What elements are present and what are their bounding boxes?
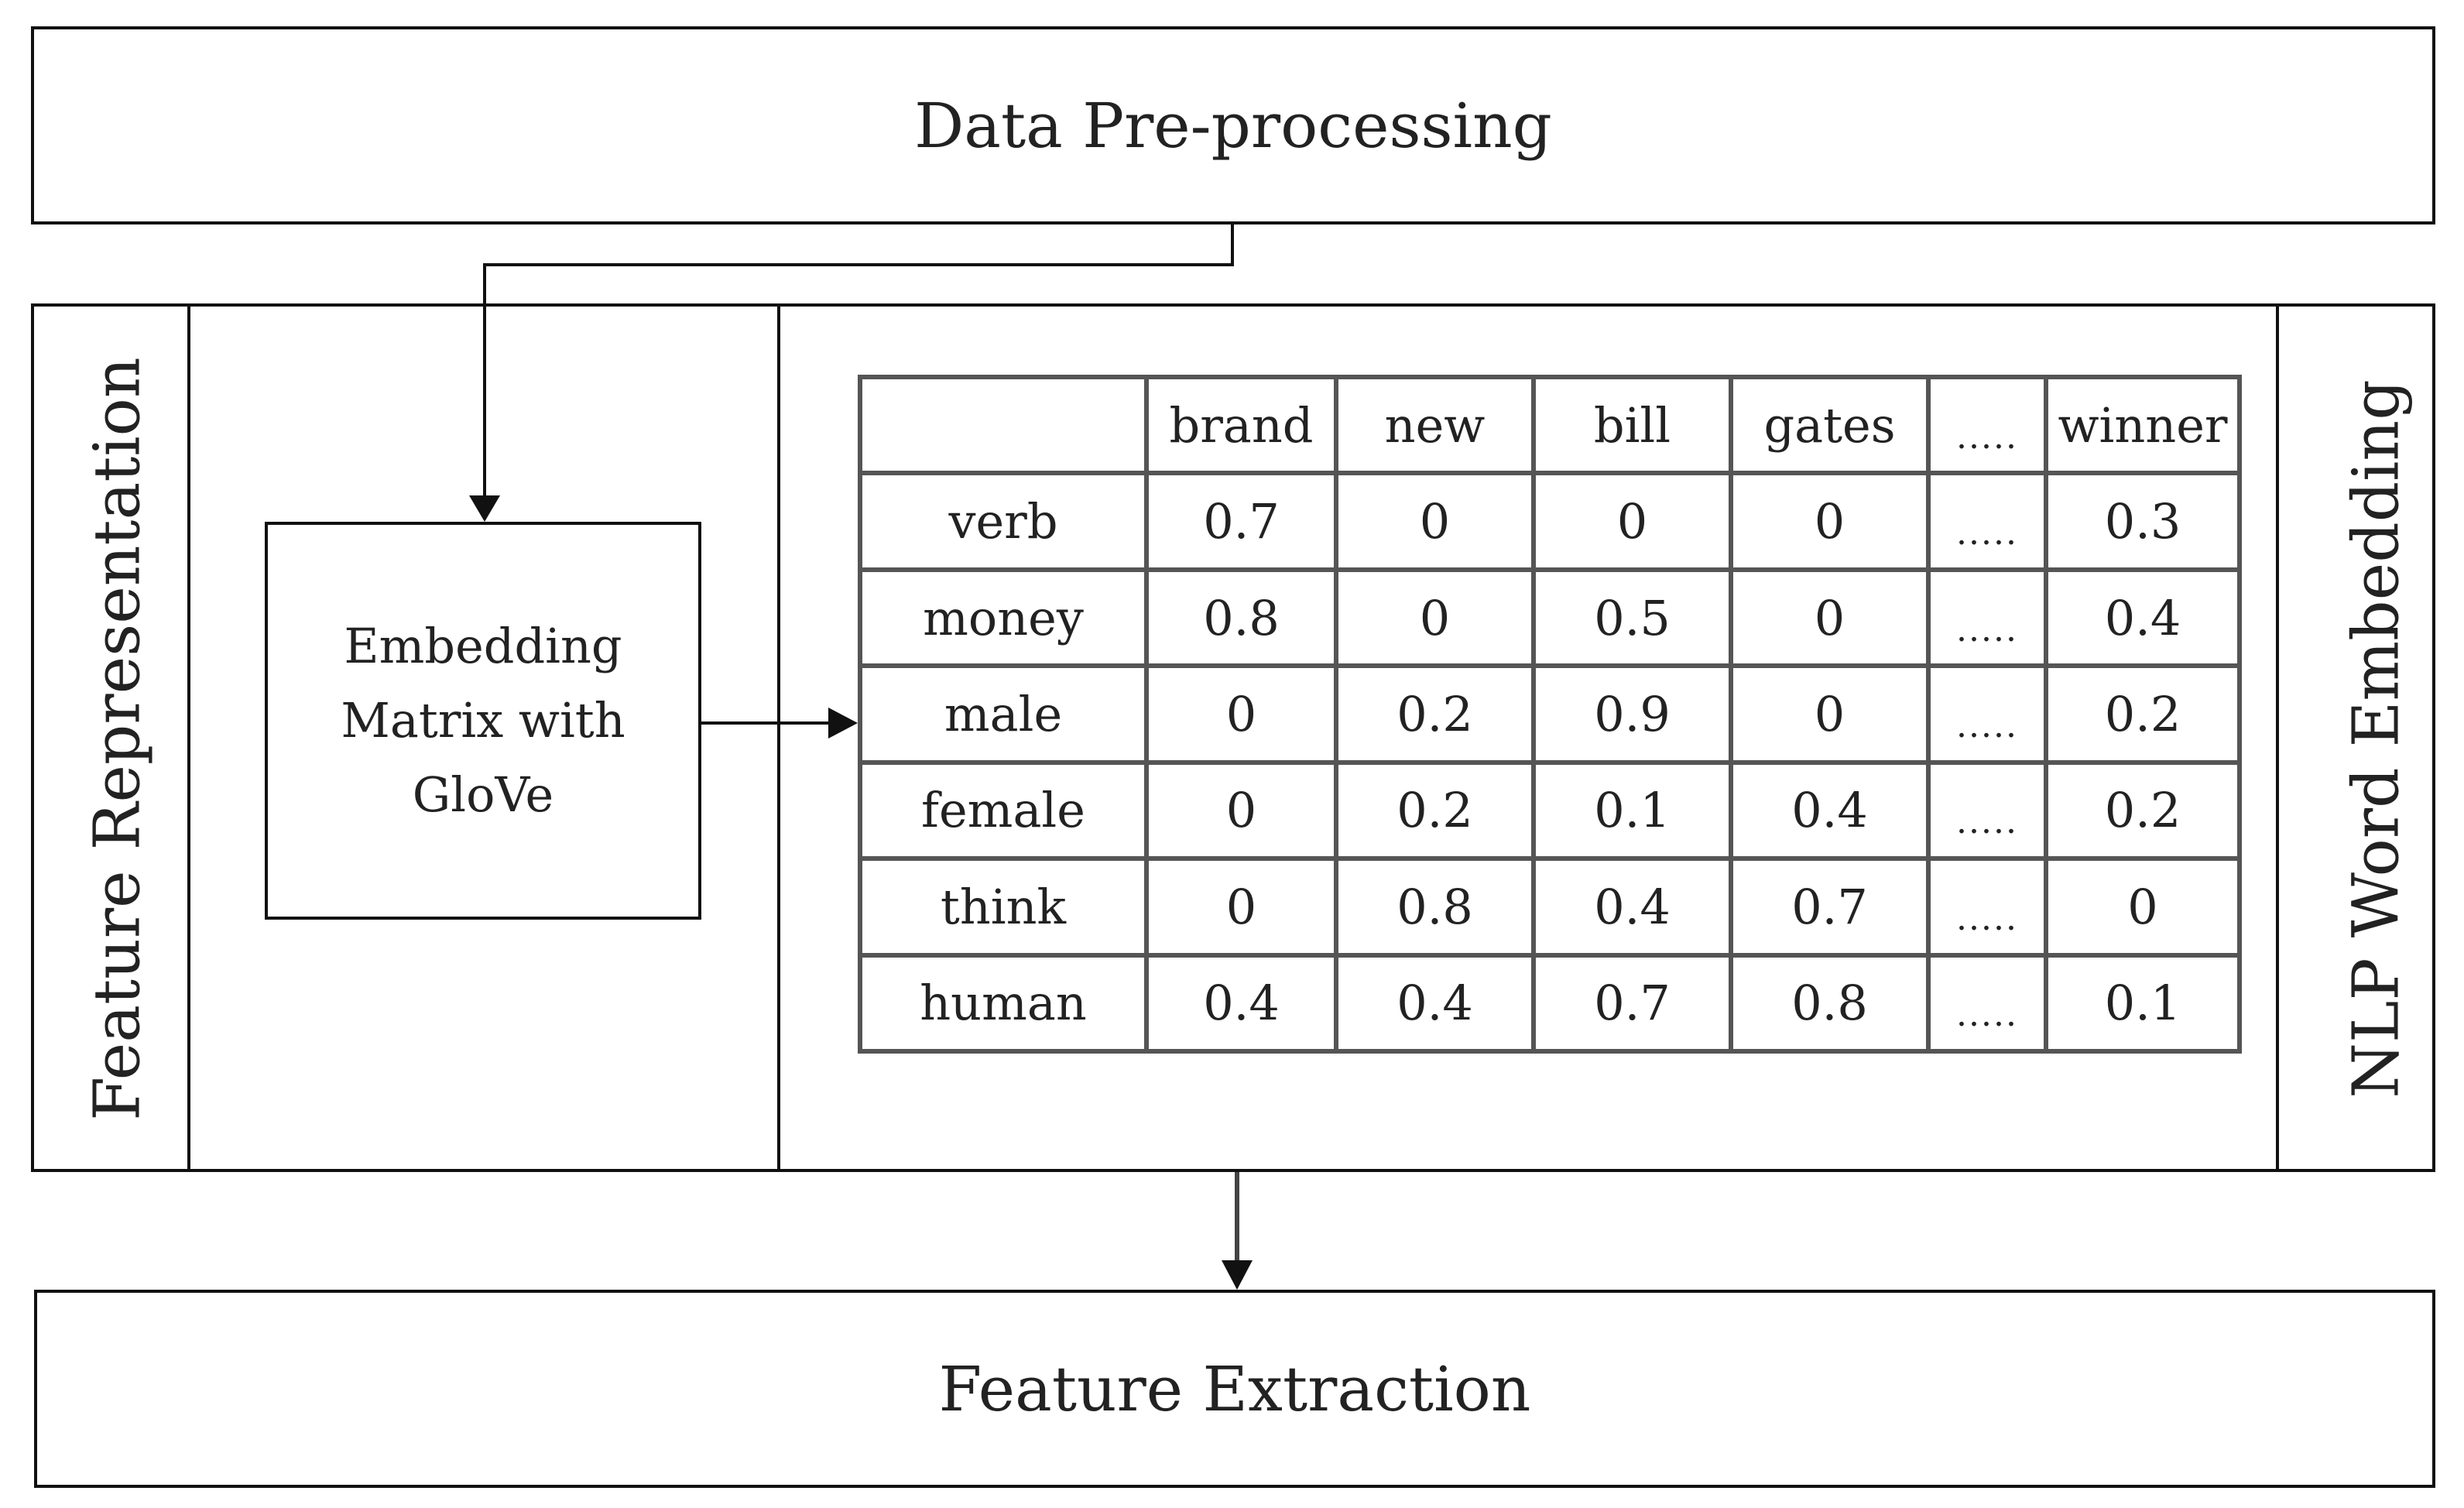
matrix-cell: 0.2 <box>2044 759 2242 862</box>
nlp-word-embedding-label: NLP Word Embedding <box>2339 379 2414 1098</box>
row-label: think <box>858 856 1149 958</box>
embedding-matrix-label: Embedding Matrix with GloVe <box>341 609 625 832</box>
embedding-matrix-table: brand new bill gates ..... winner verb 0… <box>858 374 2242 1054</box>
matrix-cell: 0.7 <box>1729 856 1931 958</box>
row-label: female <box>858 759 1149 862</box>
column-header: new <box>1334 374 1536 476</box>
matrix-row: male 0 0.2 0.9 0 ..... 0.2 <box>858 663 2242 765</box>
matrix-cell: 0 <box>1729 567 1931 669</box>
matrix-cell: 0 <box>1144 663 1338 765</box>
matrix-cell: 0 <box>2044 856 2242 958</box>
matrix-cell: 0.4 <box>2044 567 2242 669</box>
matrix-cell: 0.2 <box>1334 759 1536 862</box>
matrix-cell-ellipsis: ..... <box>1926 471 2048 572</box>
matrix-cell: 0.5 <box>1531 567 1733 669</box>
matrix-cell-ellipsis: ..... <box>1926 567 2048 669</box>
divider-embedding-section <box>777 303 780 1172</box>
embedding-label-line-2: Matrix with <box>341 692 625 749</box>
column-header-ellipsis: ..... <box>1926 374 2048 476</box>
matrix-row: think 0 0.8 0.4 0.7 ..... 0 <box>858 856 2242 958</box>
matrix-cell: 0.2 <box>1334 663 1536 765</box>
feature-representation-label: Feature Representation <box>81 357 155 1121</box>
row-label: human <box>858 952 1149 1054</box>
matrix-cell: 0.8 <box>1729 952 1931 1054</box>
matrix-cell: 0.8 <box>1144 567 1338 669</box>
data-preprocessing-box: Data Pre-processing <box>31 26 2435 224</box>
column-header: bill <box>1531 374 1733 476</box>
matrix-cell: 0 <box>1144 759 1338 862</box>
row-label: money <box>858 567 1149 669</box>
matrix-cell: 0.1 <box>1531 759 1733 862</box>
matrix-cell: 0.3 <box>2044 471 2242 572</box>
matrix-cell: 0 <box>1531 471 1733 572</box>
data-preprocessing-label: Data Pre-processing <box>914 89 1552 162</box>
matrix-cell: 0.9 <box>1531 663 1733 765</box>
embedding-label-line-3: GloVe <box>412 766 554 823</box>
matrix-row: money 0.8 0 0.5 0 ..... 0.4 <box>858 567 2242 669</box>
embedding-matrix-box: Embedding Matrix with GloVe <box>265 522 701 920</box>
divider-left-label <box>187 303 190 1172</box>
divider-right-label <box>2276 303 2279 1172</box>
matrix-cell: 0.4 <box>1144 952 1338 1054</box>
matrix-cell-ellipsis: ..... <box>1926 952 2048 1054</box>
column-header: gates <box>1729 374 1931 476</box>
matrix-row: human 0.4 0.4 0.7 0.8 ..... 0.1 <box>858 952 2242 1054</box>
arrowhead-representation-to-extraction <box>1222 1260 1253 1290</box>
matrix-cell-ellipsis: ..... <box>1926 759 2048 862</box>
matrix-cell: 0 <box>1144 856 1338 958</box>
matrix-cell: 0.1 <box>2044 952 2242 1054</box>
row-label: male <box>858 663 1149 765</box>
matrix-cell-ellipsis: ..... <box>1926 663 2048 765</box>
matrix-row: female 0 0.2 0.1 0.4 ..... 0.2 <box>858 759 2242 862</box>
matrix-cell: 0 <box>1729 663 1931 765</box>
matrix-cell: 0.4 <box>1729 759 1931 862</box>
embedding-label-line-1: Embedding <box>344 618 622 674</box>
matrix-cell: 0.4 <box>1334 952 1536 1054</box>
matrix-cell: 0.2 <box>2044 663 2242 765</box>
matrix-cell: 0.4 <box>1531 856 1733 958</box>
matrix-cell: 0 <box>1729 471 1931 572</box>
matrix-header-row: brand new bill gates ..... winner <box>858 374 2242 476</box>
column-header: winner <box>2044 374 2242 476</box>
column-header: brand <box>1144 374 1338 476</box>
matrix-corner-cell <box>858 374 1149 476</box>
matrix-cell: 0 <box>1334 471 1536 572</box>
feature-extraction-box: Feature Extraction <box>34 1290 2435 1488</box>
matrix-row: verb 0.7 0 0 0 ..... 0.3 <box>858 471 2242 572</box>
matrix-cell: 0.7 <box>1531 952 1733 1054</box>
matrix-cell: 0.7 <box>1144 471 1338 572</box>
matrix-cell-ellipsis: ..... <box>1926 856 2048 958</box>
row-label: verb <box>858 471 1149 572</box>
matrix-cell: 0 <box>1334 567 1536 669</box>
feature-extraction-label: Feature Extraction <box>938 1352 1531 1425</box>
matrix-cell: 0.8 <box>1334 856 1536 958</box>
